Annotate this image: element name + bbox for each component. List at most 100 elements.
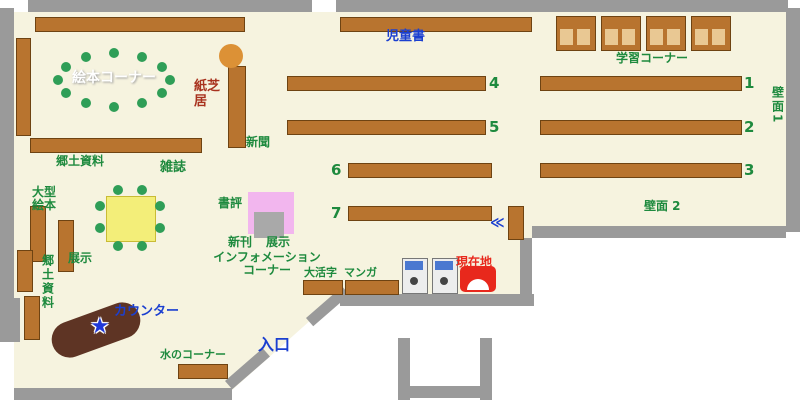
stool-circle: [219, 44, 243, 68]
study-desk: [646, 16, 686, 51]
machine-icon: [402, 258, 428, 294]
desk-chair: [622, 29, 635, 45]
label-new-books: 新刊: [228, 235, 253, 249]
label-shelf-7: 7: [331, 204, 342, 222]
chair-dot: [137, 241, 147, 251]
chair-dot: [157, 88, 167, 98]
label-current-location: 現在地: [456, 255, 493, 269]
wall-segment: [398, 338, 410, 400]
label-childrens-books: 児童書: [386, 29, 426, 44]
chair-dot: [113, 241, 123, 251]
machine-knob: [440, 277, 448, 285]
label-information-corner: インフォメーション コーナー: [213, 250, 321, 278]
label-exhibit-center: 展示: [266, 235, 291, 249]
desk-chair: [605, 29, 618, 45]
chair-dot: [81, 98, 91, 108]
label-kamishibai: 紙芝居: [194, 79, 221, 109]
desk-chair: [650, 29, 663, 45]
chair-dot: [61, 88, 71, 98]
chair-dot: [81, 52, 91, 62]
wall-segment: [0, 298, 20, 342]
chair-dot: [95, 223, 105, 233]
label-shelf-3: 3: [744, 161, 755, 179]
label-wall-2: 壁面 2: [644, 199, 681, 213]
label-magazines: 雑誌: [160, 160, 187, 175]
machine-knob: [410, 277, 418, 285]
label-shelf-4: 4: [489, 74, 500, 92]
label-large-print: 大活字: [304, 266, 337, 279]
label-counter: カウンター: [114, 304, 180, 319]
label-manga: マンガ: [344, 266, 377, 279]
bookshelf: [287, 120, 486, 135]
bookshelf: [345, 280, 399, 295]
bookshelf: [508, 206, 524, 240]
chair-dot: [53, 75, 63, 85]
study-desk: [601, 16, 641, 51]
chair-dot: [137, 98, 147, 108]
bookshelf: [30, 206, 46, 262]
chair-dot: [113, 185, 123, 195]
label-shelf-6: 6: [331, 161, 342, 179]
wall-segment: [336, 0, 788, 12]
chair-dot: [109, 102, 119, 112]
label-shelf-2: 2: [744, 118, 755, 136]
wall-segment: [14, 388, 232, 400]
bookshelf: [540, 120, 742, 135]
wall-segment: [340, 294, 534, 306]
current-location-marker: [460, 266, 496, 292]
wall-segment: [786, 8, 800, 232]
label-local-materials-vertical: 郷土資料: [40, 254, 55, 310]
label-study-corner: 学習コーナー: [616, 51, 689, 65]
marker-arc-icon: [467, 279, 489, 290]
label-book-review: 書評: [218, 196, 243, 210]
label-shelf-5: 5: [489, 118, 500, 136]
chair-dot: [155, 201, 165, 211]
chair-dot: [109, 48, 119, 58]
label-picture-book-corner: 絵本コーナー: [72, 70, 156, 86]
label-wall-1: 壁面1: [770, 86, 785, 125]
study-desk: [691, 16, 731, 51]
bookshelf: [24, 296, 40, 340]
machine-icon: [432, 258, 458, 294]
chair-dot: [61, 62, 71, 72]
wall-segment: [0, 8, 14, 300]
chair-dot: [155, 223, 165, 233]
chair-dot: [165, 75, 175, 85]
reading-table: [106, 196, 156, 242]
display-stand: [254, 212, 284, 238]
bookshelf: [348, 163, 492, 178]
label-entrance: 入口: [258, 335, 291, 354]
wall-segment: [532, 226, 786, 238]
chair-dot: [137, 185, 147, 195]
desk-chair: [667, 29, 680, 45]
desk-chair: [560, 29, 573, 45]
label-water-corner: 水のコーナー: [160, 348, 226, 361]
chair-dot: [95, 201, 105, 211]
bookshelf: [303, 280, 343, 295]
current-position-star-icon: ★: [90, 314, 110, 339]
desk-chair: [712, 29, 725, 45]
wall-segment: [28, 0, 312, 12]
label-passage-arrow: ≪: [490, 215, 505, 231]
label-newspaper: 新聞: [246, 135, 271, 149]
wall-segment: [480, 338, 492, 400]
bookshelf: [340, 17, 532, 32]
bookshelf: [58, 220, 74, 272]
study-desk: [556, 16, 596, 51]
bookshelf: [17, 250, 33, 292]
bookshelf: [287, 76, 486, 91]
label-shelf-1: 1: [744, 74, 755, 92]
label-local-materials: 郷土資料: [56, 154, 105, 168]
bookshelf: [228, 66, 246, 148]
machine-screen: [435, 261, 453, 270]
wall-segment: [398, 386, 492, 398]
desk-chair: [695, 29, 708, 45]
bookshelf: [35, 17, 245, 32]
bookshelf: [348, 206, 492, 221]
chair-dot: [137, 52, 147, 62]
chair-dot: [157, 62, 167, 72]
desk-chair: [577, 29, 590, 45]
wall-segment: [520, 238, 532, 300]
bookshelf: [16, 38, 31, 136]
